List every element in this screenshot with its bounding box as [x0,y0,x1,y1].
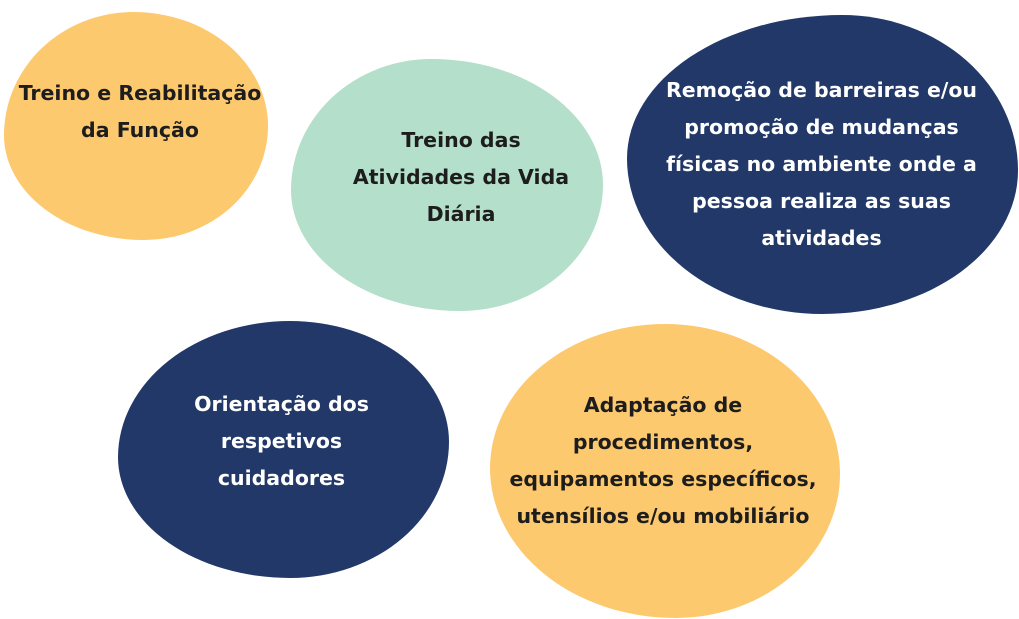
blob-label: Adaptação de procedimentos, equipamentos… [509,393,817,528]
blob-label: Remoção de barreiras e/ou promoção de mu… [665,78,978,250]
blob-label: Treino das Atividades da Vida Diária [352,127,570,226]
blob-orientacao-cuidadores: Orientação dos respetivos cuidadores [118,321,449,578]
blob-remocao-barreiras: Remoção de barreiras e/ou promoção de mu… [627,15,1018,314]
blob-label: Treino e Reabilitação da Função [18,81,262,142]
blob-treino-atividades: Treino das Atividades da Vida Diária [291,59,603,311]
blob-adaptacao-procedimentos: Adaptação de procedimentos, equipamentos… [490,324,840,618]
blob-label: Orientação dos respetivos cuidadores [194,392,369,490]
blob-treino-reabilitacao: Treino e Reabilitação da Função [4,12,268,240]
